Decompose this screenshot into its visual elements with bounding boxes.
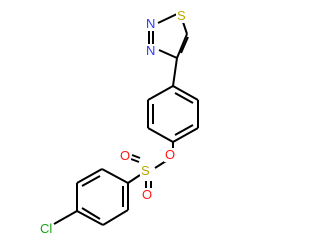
atom-o-sulfonyl-left: O bbox=[119, 148, 132, 163]
ring2-bond-3 bbox=[76, 210, 104, 226]
ring2-bond-2 bbox=[102, 209, 129, 226]
atom-s-sulfonyl: S bbox=[140, 163, 151, 178]
structure-canvas: S N N O S O O Cl bbox=[39, 8, 199, 236]
ring2-inner-3 bbox=[81, 175, 101, 187]
atom-n-upper: N bbox=[145, 16, 157, 31]
atom-s-thiadiazole: S bbox=[176, 8, 187, 23]
ring1-inner-2 bbox=[174, 124, 194, 136]
ring2-bond-6 bbox=[101, 168, 129, 184]
ring1-bond-3 bbox=[172, 127, 199, 143]
bond-s-o-left-b bbox=[130, 158, 140, 163]
bond-aryl-cl bbox=[53, 210, 78, 225]
atom-cl: Cl bbox=[39, 221, 54, 236]
atom-o-ester: O bbox=[164, 147, 177, 162]
phenylene-ring bbox=[147, 57, 199, 143]
atom-n-lower: N bbox=[145, 43, 157, 58]
ring1-bond-1 bbox=[172, 85, 199, 101]
bond-c4-c5-inner bbox=[180, 36, 189, 54]
bond-s-aryl bbox=[127, 174, 141, 184]
ring1-inner-1 bbox=[174, 92, 194, 104]
bond-o-s bbox=[154, 160, 167, 169]
chlorophenyl-ring bbox=[53, 168, 129, 226]
ring2-bond-5 bbox=[76, 168, 103, 184]
bond-thiadiazole-phenyl bbox=[172, 57, 178, 87]
ring2-inner-2 bbox=[81, 207, 101, 220]
ring1-bond-4 bbox=[147, 127, 174, 143]
bond-s-n bbox=[157, 13, 178, 24]
bond-c4-c5 bbox=[176, 33, 188, 59]
ring1-bond-6 bbox=[147, 85, 174, 101]
bond-s-o-left-a bbox=[131, 154, 141, 159]
molecule-structure bbox=[53, 13, 199, 226]
bond-n-c4 bbox=[158, 49, 178, 59]
atom-o-sulfonyl-bottom: O bbox=[141, 187, 154, 202]
